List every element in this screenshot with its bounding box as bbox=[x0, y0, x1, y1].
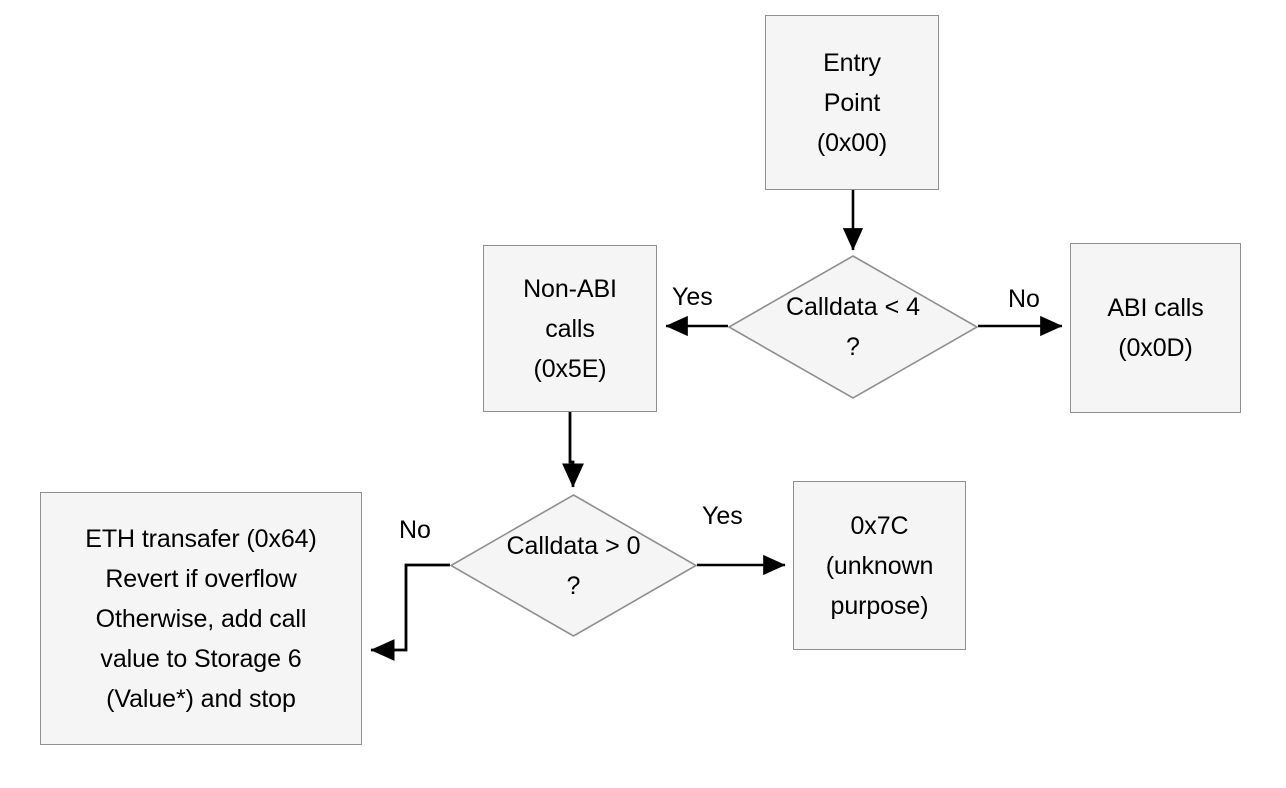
node-unknown-purpose-label: 0x7C (unknown purpose) bbox=[825, 511, 934, 620]
node-eth-transfer-label: ETH transafer (0x64) Revert if overflow … bbox=[85, 524, 317, 713]
edge-label-decision2-no: No bbox=[399, 516, 431, 544]
edge-label-decision1-yes: Yes bbox=[672, 283, 713, 311]
diamond-shape-icon bbox=[727, 255, 979, 399]
edge-label-decision1-no: No bbox=[1008, 285, 1040, 313]
node-entry-point[interactable]: Entry Point (0x00) bbox=[765, 15, 939, 190]
edge-label-decision2-yes: Yes bbox=[702, 502, 743, 530]
node-decision-calldata-lt-4-label: Calldata < 4 ? bbox=[785, 293, 921, 361]
node-non-abi-calls[interactable]: Non-ABI calls (0x5E) bbox=[483, 245, 657, 412]
node-abi-calls[interactable]: ABI calls (0x0D) bbox=[1070, 243, 1241, 413]
node-abi-calls-label: ABI calls (0x0D) bbox=[1107, 294, 1204, 362]
edge-decision2-no bbox=[370, 563, 450, 661]
node-decision-calldata-lt-4[interactable]: Calldata < 4 ? bbox=[727, 255, 979, 399]
node-unknown-purpose[interactable]: 0x7C (unknown purpose) bbox=[793, 481, 966, 650]
diamond-shape-icon bbox=[449, 494, 698, 637]
node-non-abi-calls-label: Non-ABI calls (0x5E) bbox=[523, 274, 617, 383]
node-decision-calldata-gt-0[interactable]: Calldata > 0 ? bbox=[449, 494, 698, 637]
edge-nonabi-to-decision2 bbox=[562, 412, 584, 488]
node-eth-transfer[interactable]: ETH transafer (0x64) Revert if overflow … bbox=[40, 492, 362, 745]
node-decision-calldata-gt-0-label: Calldata > 0 ? bbox=[506, 531, 641, 600]
node-entry-point-label: Entry Point (0x00) bbox=[816, 48, 888, 157]
